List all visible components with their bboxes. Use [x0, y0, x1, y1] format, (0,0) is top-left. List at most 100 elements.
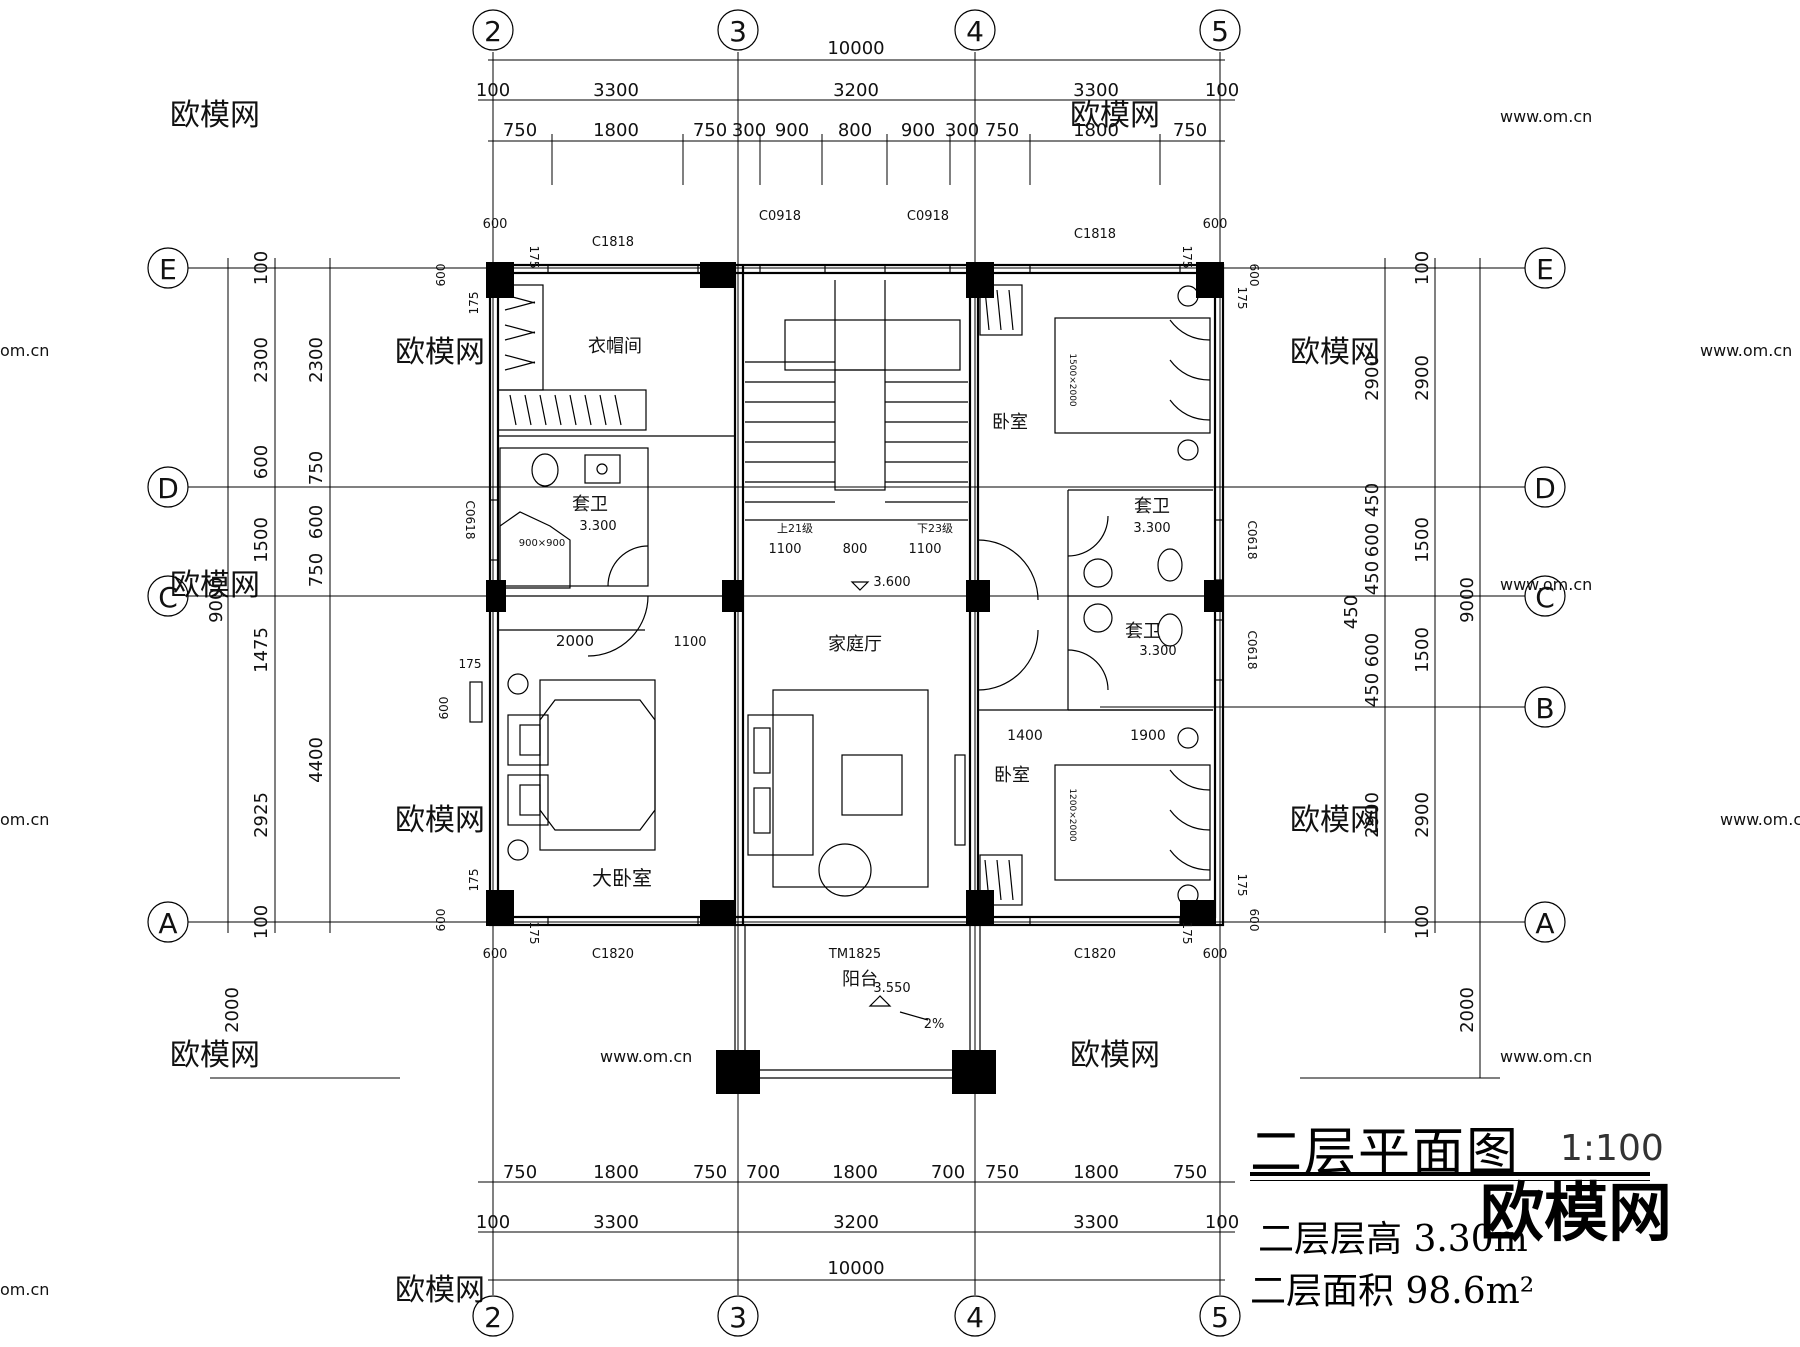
- room-label-bath: 套卫: [1125, 621, 1161, 642]
- right-dimensions: 100 2900 450 600 450 450 600 450 2900 10…: [1300, 251, 1500, 1079]
- dim-text: 2300: [251, 337, 272, 383]
- watermark-url: www.om.cn: [1700, 341, 1792, 360]
- dim-text: 2900: [1362, 792, 1383, 838]
- dim-door: 1100: [673, 635, 706, 650]
- axis-lines: [188, 52, 1525, 1295]
- level-master-bath: 3.300: [579, 519, 616, 534]
- watermark-brand: 欧模网: [1070, 98, 1160, 133]
- dim-text: 100: [1412, 905, 1433, 939]
- watermark-url: www.om.cn: [1720, 810, 1800, 829]
- dim-text: 750: [985, 1162, 1019, 1183]
- watermark-layer: 欧模网 欧模网 www.om.cn 欧模网 欧模网 om.cn www.om.c…: [0, 98, 1800, 1308]
- master-bath-fixtures: 900×900: [499, 447, 649, 589]
- watermark-url: om.cn: [0, 810, 49, 829]
- room-label-bedroom: 卧室: [992, 412, 1028, 433]
- svg-text:600: 600: [434, 264, 448, 287]
- svg-text:B: B: [1535, 692, 1554, 725]
- svg-text:600: 600: [483, 947, 508, 962]
- master-bedroom-furniture: [469, 595, 656, 861]
- dim-text: 700: [931, 1162, 965, 1183]
- shower-size: 900×900: [519, 538, 566, 549]
- svg-text:4: 4: [966, 1301, 984, 1334]
- axis-bubble-bottom: 5: [1199, 1295, 1241, 1337]
- dim-bath-width: 1400: [1007, 728, 1043, 744]
- dim-text: 1500: [1412, 517, 1433, 563]
- svg-text:A: A: [1535, 907, 1554, 940]
- watermark-url: www.om.cn: [1500, 575, 1592, 594]
- columns: [486, 262, 1224, 1094]
- dim-text: 900: [775, 120, 809, 141]
- svg-text:4: 4: [966, 15, 984, 48]
- dim-text: 100: [476, 80, 510, 101]
- secondary-bath-fixtures: [977, 515, 1183, 691]
- window-label: C1820: [592, 947, 634, 962]
- axis-bubble-right: D: [1524, 466, 1566, 508]
- family-room-furniture: [747, 689, 966, 897]
- dim-text: 2300: [306, 337, 327, 383]
- svg-text:600: 600: [1247, 264, 1261, 287]
- floor-height: 二层层高 3.30m: [1258, 1219, 1528, 1260]
- watermark-brand: 欧模网: [1290, 803, 1380, 838]
- svg-text:5: 5: [1211, 1301, 1229, 1334]
- svg-text:600: 600: [483, 217, 508, 232]
- dim-text: 100: [251, 251, 272, 285]
- drawing-scale: 1:100: [1560, 1128, 1664, 1169]
- axis-bubble-left: E: [147, 247, 189, 289]
- dim-text: 3200: [833, 1212, 879, 1233]
- dim-stair: 1100: [768, 542, 801, 557]
- svg-text:600: 600: [434, 909, 448, 932]
- watermark-url: www.om.cn: [1500, 1047, 1592, 1066]
- dim-wardrobe: 2000: [556, 632, 594, 650]
- level-bath: 3.300: [1139, 644, 1176, 659]
- svg-text:D: D: [157, 472, 179, 505]
- axis-bubble-left: C: [147, 575, 189, 617]
- dim-text: 300: [732, 120, 766, 141]
- dim-text: 100: [1205, 1212, 1239, 1233]
- dim-text: 2900: [1362, 355, 1383, 401]
- svg-text:600: 600: [437, 697, 451, 720]
- room-label-family: 家庭厅: [828, 634, 882, 655]
- dim-text: 3200: [833, 80, 879, 101]
- window-label: C1818: [1074, 227, 1116, 242]
- dim-text: 600: [306, 505, 327, 539]
- dim-text: 100: [1412, 251, 1433, 285]
- window-label: C0918: [759, 209, 801, 224]
- svg-text:A: A: [158, 907, 177, 940]
- axis-bubble-top: 2: [472, 9, 514, 51]
- cloakroom-furniture: [497, 284, 647, 431]
- dim-text: 2900: [1412, 792, 1433, 838]
- balcony: [734, 925, 981, 1079]
- windows: C1818 C0918 C0918 C1818 C1820 C1820 TM18…: [463, 209, 1259, 962]
- svg-text:175: 175: [527, 922, 541, 945]
- dim-bath-width: 1900: [1130, 728, 1166, 744]
- dim-overall-width: 10000: [827, 38, 884, 59]
- dim-text: 800: [838, 120, 872, 141]
- watermark-brand: 欧模网: [170, 1038, 260, 1073]
- axis-bubble-top: 4: [954, 9, 996, 51]
- room-labels: 衣帽间 套卫 3.300 卧室 套卫 3.300 套卫 3.300 家庭厅 3.…: [572, 336, 1177, 1032]
- dim-text: 750: [985, 120, 1019, 141]
- axis-bubble-right: E: [1524, 247, 1566, 289]
- dim-text: 1800: [1073, 120, 1119, 141]
- dim-text: 750: [693, 1162, 727, 1183]
- axis-bubble-right: A: [1524, 901, 1566, 943]
- axis-bubble-bottom: 2: [472, 1295, 514, 1337]
- level-hall: 3.600: [873, 575, 910, 590]
- brand-watermark: 欧模网: [1480, 1177, 1672, 1251]
- watermark-brand: 欧模网: [395, 1273, 485, 1308]
- small-dimensions: 600 600 600 600 175 175 175 175 175 175 …: [434, 217, 1261, 962]
- stair-down-label: 下23级: [917, 522, 953, 535]
- dim-text: 4400: [306, 737, 327, 783]
- svg-text:175: 175: [1180, 246, 1194, 269]
- level-balcony: 3.550: [873, 981, 910, 996]
- svg-text:D: D: [1534, 472, 1556, 505]
- svg-text:2: 2: [484, 15, 502, 48]
- dim-text: 750: [503, 1162, 537, 1183]
- svg-text:600: 600: [1203, 947, 1228, 962]
- axis-bubble-left: A: [147, 901, 189, 943]
- svg-text:C: C: [158, 581, 178, 614]
- svg-text:2: 2: [484, 1301, 502, 1334]
- floor-area: 二层面积 98.6m²: [1250, 1271, 1535, 1312]
- svg-text:E: E: [1536, 253, 1554, 286]
